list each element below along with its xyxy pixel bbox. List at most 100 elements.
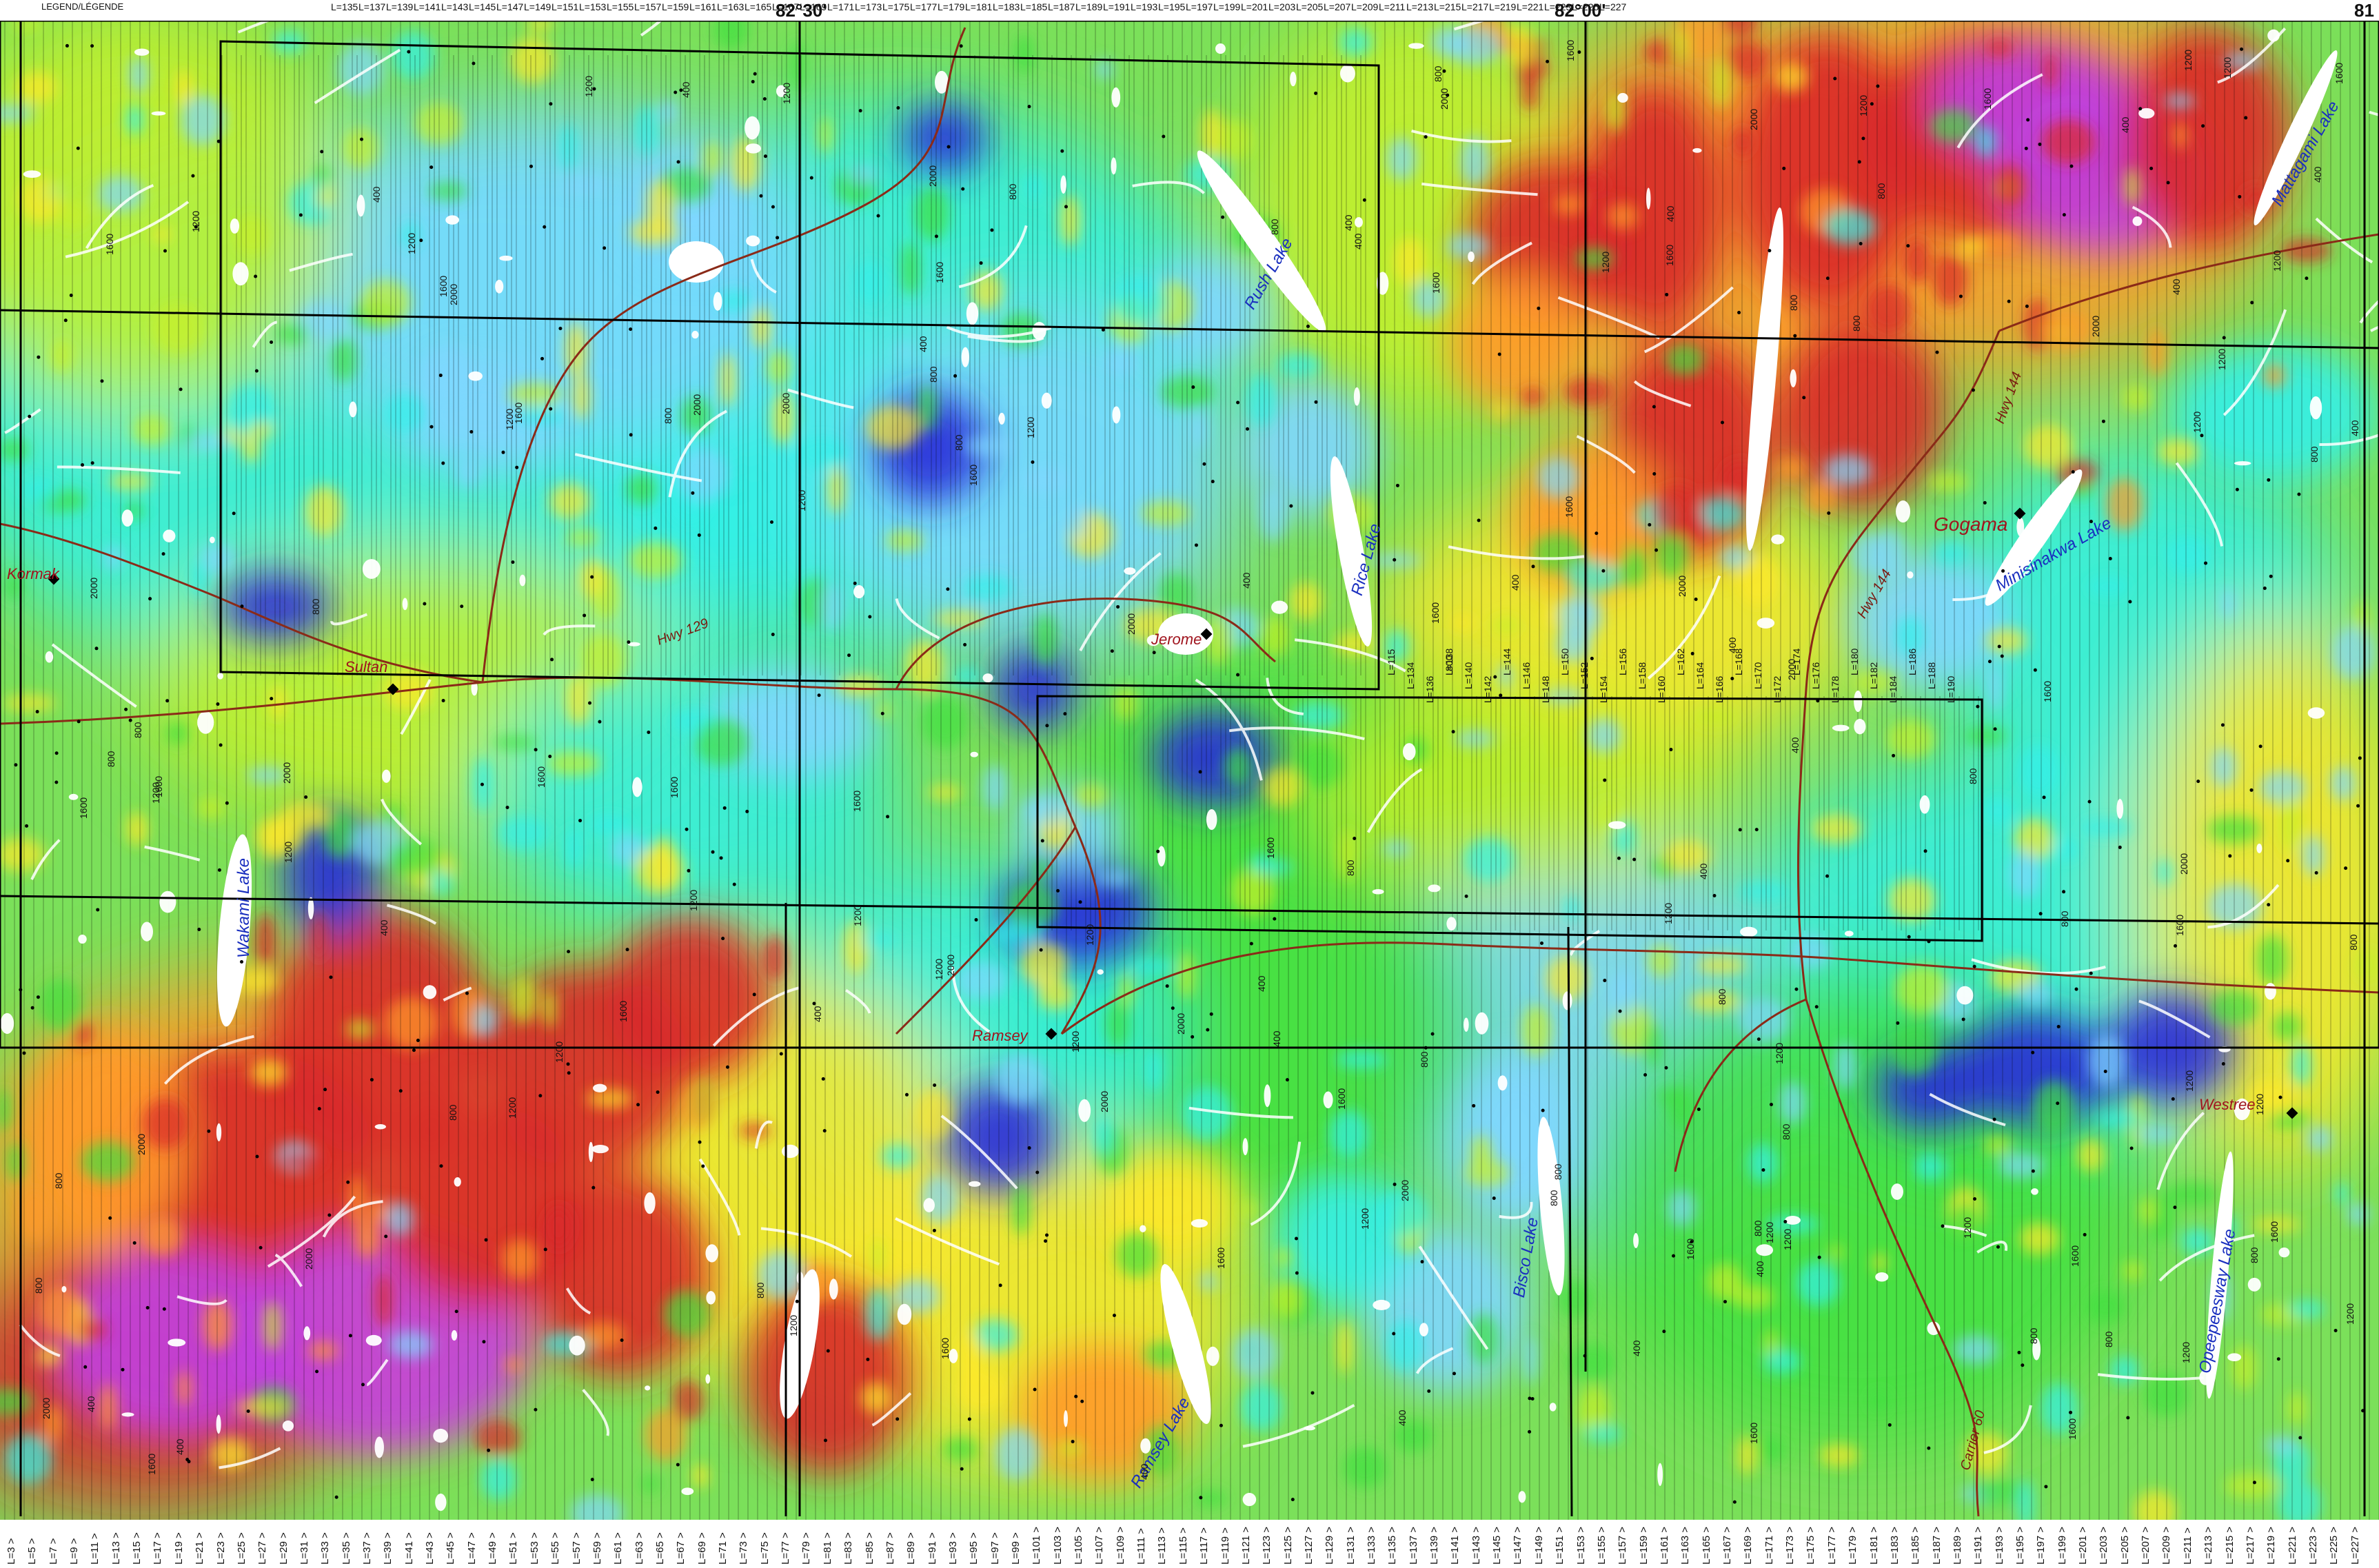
contour-stroke xyxy=(65,201,190,258)
contour-value-label: 1200 xyxy=(1084,924,1095,946)
pond-shape xyxy=(705,1374,711,1384)
survey-point xyxy=(1906,244,1910,248)
survey-point xyxy=(1493,675,1497,679)
bottom-axis xyxy=(0,1520,2379,1568)
survey-point xyxy=(868,615,872,619)
contour-stroke xyxy=(267,1195,356,1268)
survey-point xyxy=(1730,676,1734,680)
flight-line-tick: L=85 > xyxy=(863,1532,875,1565)
survey-point xyxy=(1817,1255,1821,1259)
pond-shape xyxy=(1956,986,1974,1005)
top-flight-tick: L=169 xyxy=(800,1,827,12)
survey-point xyxy=(65,43,69,48)
contour-value-label: 2000 xyxy=(945,955,957,977)
contour-value-label: 800 xyxy=(1006,183,1018,200)
flight-line-label: L=190 xyxy=(1945,675,1956,703)
contour-value-label: 800 xyxy=(2027,1327,2039,1344)
survey-point xyxy=(460,604,464,609)
survey-point xyxy=(679,88,683,92)
road-line xyxy=(1796,330,2001,1000)
contour-stroke xyxy=(1242,1403,1355,1448)
top-flight-tick: L=189 xyxy=(1075,1,1103,12)
survey-point xyxy=(369,1078,374,1082)
pond-shape xyxy=(961,347,969,367)
pond-shape xyxy=(68,793,79,800)
survey-point xyxy=(298,213,303,217)
contour-value-label: 2000 xyxy=(1175,1012,1187,1035)
contour-value-label: 800 xyxy=(1552,1163,1563,1180)
survey-point xyxy=(1541,1108,1545,1112)
pond-shape xyxy=(2309,396,2322,420)
survey-point xyxy=(1289,504,1293,508)
contour-value-label: 800 xyxy=(53,1172,65,1189)
pond-shape xyxy=(2216,1301,2224,1308)
pond-shape xyxy=(1140,1225,1146,1232)
top-flight-tick: L=143 xyxy=(441,1,469,12)
contour-value-label: 1600 xyxy=(939,1337,951,1359)
survey-point xyxy=(1958,294,1963,298)
survey-point xyxy=(1768,249,1772,253)
flight-line-tick: L=167 > xyxy=(1721,1526,1734,1565)
survey-point xyxy=(2031,1169,2035,1173)
contour-value-label: 1600 xyxy=(1563,496,1575,518)
flight-line-label: L=158 xyxy=(1637,662,1648,689)
top-flight-tick: L=137 xyxy=(358,1,386,12)
survey-point xyxy=(194,225,198,229)
survey-point xyxy=(1648,522,1652,527)
top-flight-tick: L=227 xyxy=(1599,1,1627,12)
flight-line-tick: L=23 > xyxy=(214,1532,227,1565)
survey-point xyxy=(1039,948,1043,952)
survey-point xyxy=(961,187,965,191)
survey-point xyxy=(795,1299,799,1303)
flight-line-label: L=166 xyxy=(1714,675,1725,703)
pond-shape xyxy=(0,1012,14,1035)
pond-shape xyxy=(1468,251,1475,263)
flight-line-tick: L=219 > xyxy=(2265,1526,2278,1565)
survey-point xyxy=(701,1164,705,1168)
top-flight-tick: L=175 xyxy=(882,1,910,12)
survey-point xyxy=(763,154,767,159)
contour-value-label: 800 xyxy=(2249,1247,2260,1264)
survey-point xyxy=(315,1370,319,1374)
contour-value-label: 2000 xyxy=(780,392,791,414)
survey-point xyxy=(1997,644,2001,649)
pond-shape xyxy=(433,1428,449,1443)
road-line xyxy=(481,27,966,683)
contour-value-label: 1200 xyxy=(688,889,700,911)
survey-point xyxy=(1221,215,1225,219)
survey-point xyxy=(550,658,554,662)
contour-value-label: 1200 xyxy=(283,842,294,864)
contour-stroke xyxy=(2319,434,2379,446)
flight-line-tick: L=161 > xyxy=(1658,1526,1670,1565)
survey-point xyxy=(1665,292,1669,296)
survey-point xyxy=(1045,724,1049,728)
survey-point xyxy=(162,1307,166,1311)
contour-stroke xyxy=(940,1114,1018,1190)
survey-point xyxy=(1652,405,1656,409)
flight-line-tick: L=139 > xyxy=(1428,1526,1441,1565)
flight-line-tick: L=83 > xyxy=(842,1532,855,1565)
survey-point xyxy=(2087,800,2092,804)
survey-point xyxy=(2235,487,2239,491)
contour-stroke xyxy=(1266,678,1304,715)
pond-shape xyxy=(1112,406,1121,424)
contour-stroke xyxy=(2138,999,2211,1039)
survey-point xyxy=(1071,1440,1075,1444)
contour-value-label: 400 xyxy=(174,1438,186,1455)
flight-line-tick: L=63 > xyxy=(633,1532,645,1565)
survey-point xyxy=(2356,804,2360,808)
flight-line-tick: L=111 > xyxy=(1135,1528,1148,1565)
survey-point xyxy=(540,356,545,360)
survey-point xyxy=(2126,1416,2130,1420)
survey-point xyxy=(719,856,723,860)
contour-stroke xyxy=(1647,575,1721,680)
contour-value-label: 400 xyxy=(811,1006,823,1022)
flight-line-tick: L=185 > xyxy=(1910,1526,1922,1565)
contour-stroke xyxy=(4,408,41,434)
survey-point xyxy=(1672,1254,1676,1258)
lake-shape xyxy=(669,241,724,283)
pond-shape xyxy=(1740,926,1758,937)
survey-point xyxy=(1464,894,1468,898)
survey-point xyxy=(2361,1409,2365,1413)
flight-line-tick: L=51 > xyxy=(507,1532,520,1565)
